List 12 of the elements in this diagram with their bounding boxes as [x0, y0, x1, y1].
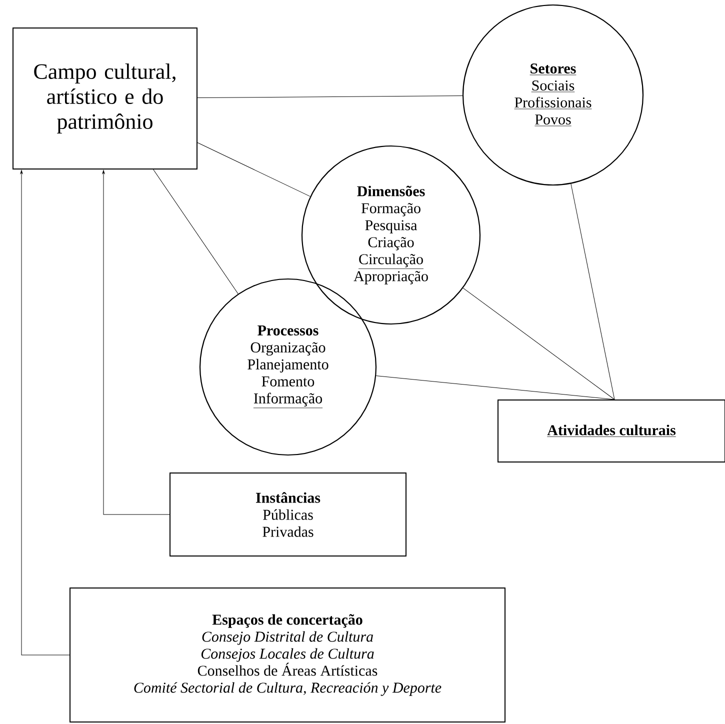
connector	[102, 170, 170, 515]
connector	[197, 142, 310, 197]
connector	[153, 169, 238, 294]
concept-box: Atividades culturais	[498, 400, 725, 462]
concept-box: Instâncias Públicas Privadas	[170, 472, 406, 556]
concept-box: Campo cultural, artístico e do patrimônio	[12, 28, 198, 170]
connector	[20, 170, 70, 656]
connector	[376, 376, 615, 400]
connector	[462, 288, 615, 400]
concept-box: Espaços de concertação Consejo Distrital de Cultura Consejos Locales de Cultura Conselhos de Áreas Artísticas Comité Sectorial de Cultura, Recreación y Deporte	[70, 588, 506, 722]
connector	[197, 95, 463, 98]
connector	[570, 184, 615, 400]
